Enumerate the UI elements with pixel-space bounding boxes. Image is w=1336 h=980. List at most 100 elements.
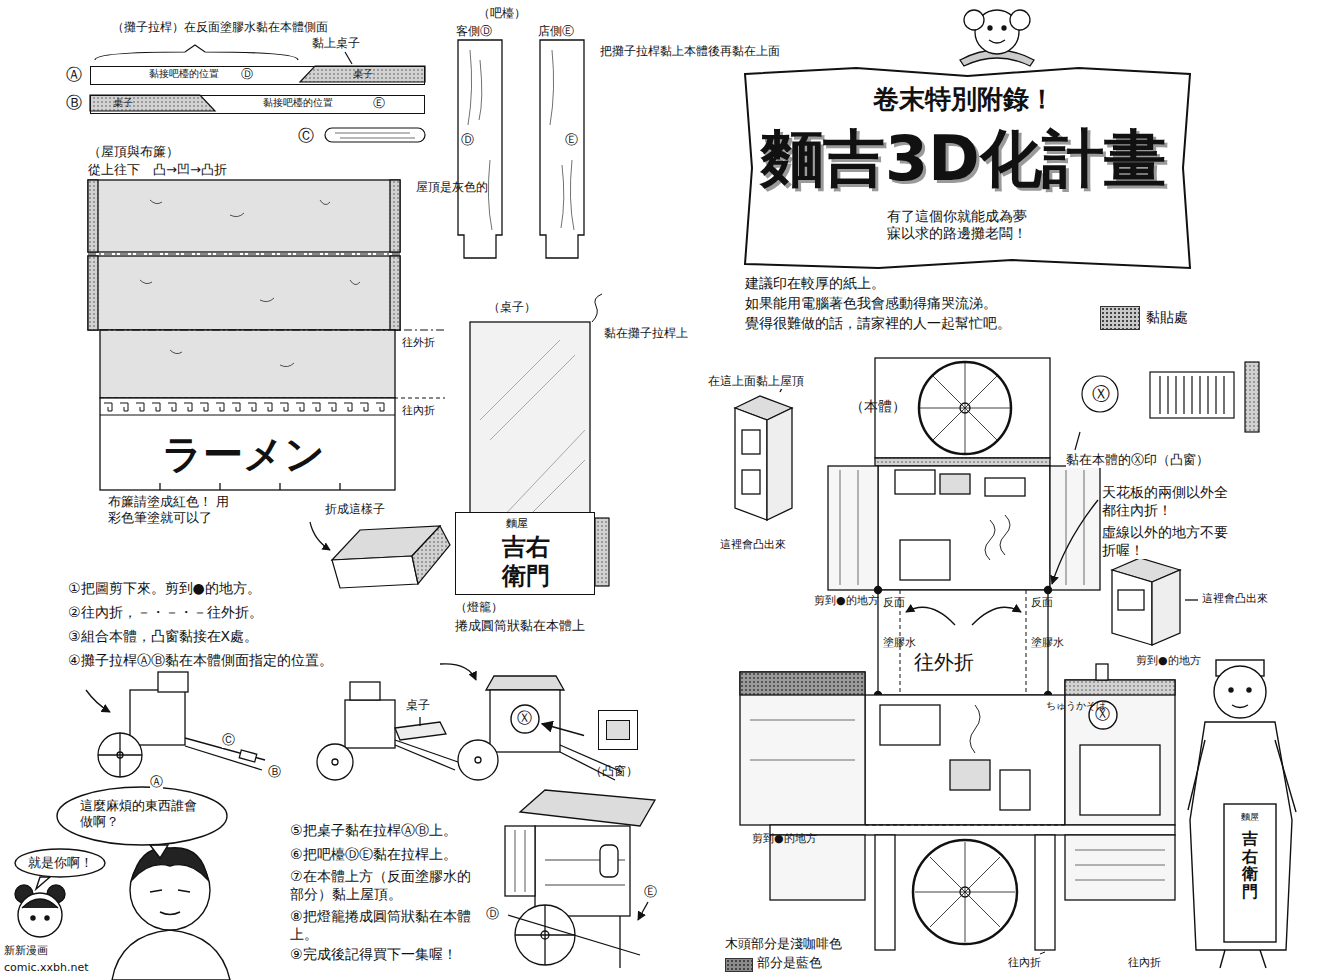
- body-net: [1075, 850, 1165, 880]
- body-net: [740, 672, 865, 825]
- noren-curtain: [279, 483, 280, 490]
- speech-bubble: 就是你啊！: [14, 848, 106, 878]
- assembly-figure-2: [350, 682, 380, 700]
- bar-counter-pieces: [458, 40, 584, 258]
- characters: [112, 930, 230, 980]
- body-net: [913, 840, 1017, 944]
- emblem: [1002, 26, 1006, 30]
- annotation-label: （燈籠）: [455, 600, 503, 615]
- bar-counter-pieces: [479, 60, 482, 120]
- body-net: [740, 672, 865, 695]
- annotation-label: 黏上桌子: [312, 36, 360, 51]
- annotation-label: Ⓑ: [268, 764, 281, 780]
- assembly-figure-1: [239, 750, 257, 762]
- annotation-label: 剪到●的地方: [1136, 654, 1201, 668]
- legend-swatch: [1100, 306, 1140, 330]
- roof-panels: [140, 200, 360, 367]
- annotation-label: comic.xxbh.net: [4, 961, 89, 975]
- node-text: 桌子: [113, 97, 133, 109]
- annotation-label: 反面: [883, 596, 894, 610]
- folded-roof-figure: [310, 522, 450, 588]
- node-text: 黏接吧檯的位置: [263, 97, 333, 109]
- node-text: 麵屋: [506, 517, 528, 530]
- assembly-figure-3: [458, 740, 498, 780]
- cook-figure: [1275, 740, 1296, 812]
- assembly-figure-2: [317, 682, 458, 780]
- assembly-figure-4: [545, 885, 625, 886]
- characters: [45, 916, 49, 920]
- bay-window-grille: [1167, 376, 1168, 414]
- body-net: [840, 470, 841, 585]
- body-net: [972, 607, 1021, 625]
- assembly-figure-4: [505, 790, 655, 968]
- node-text: Ⓔ: [373, 96, 385, 110]
- annotation-label: Ⓓ: [486, 906, 499, 922]
- body-net: [875, 587, 882, 594]
- body-net: [950, 760, 990, 790]
- body-net: [875, 358, 1050, 458]
- node-text: 麵屋: [1241, 812, 1259, 823]
- cook-figure: [1260, 950, 1266, 968]
- body-net: [940, 474, 970, 494]
- node-text: 就是你啊！: [28, 855, 93, 871]
- roof-panels: [390, 180, 400, 252]
- pole-strips: [90, 66, 425, 142]
- speech-bubble-outline: [15, 849, 105, 877]
- roof-panels: [100, 330, 445, 331]
- pole-strips: [325, 128, 425, 142]
- annotation-label: 反面: [1031, 596, 1042, 610]
- annotation-label: 木頭部分是淺咖啡色: [725, 936, 842, 952]
- characters: [160, 912, 180, 915]
- body-net: [1050, 466, 1100, 590]
- body-net: [1045, 587, 1052, 594]
- assembly-figure-3: [490, 690, 560, 752]
- annotation-label: 往內折: [1008, 956, 1041, 970]
- annotation-label: ④攤子拉桿ⒶⒷ黏在本體側面指定的位置。: [68, 652, 333, 670]
- annotation-label: 折成這樣子: [325, 502, 385, 517]
- bay-window-grille: [1191, 376, 1192, 414]
- node-text: 桌子: [353, 68, 373, 80]
- annotation-label: Ⓐ: [150, 774, 163, 790]
- annotation-label: ⑧把燈籠捲成圓筒狀黏在本體上。: [290, 908, 475, 943]
- body-net: [930, 857, 1000, 927]
- assembly-figure-2: [419, 717, 420, 726]
- legend-text: 黏貼處: [1146, 309, 1188, 327]
- body-net: [875, 835, 895, 950]
- body-net: [865, 695, 1065, 825]
- annotation-label: （桌子）: [488, 300, 536, 315]
- characters: [132, 848, 208, 880]
- assembly-figure-4: [600, 845, 618, 877]
- roof-panels: [280, 363, 294, 367]
- box-figures: [1112, 570, 1152, 645]
- annotation-label: Ⓑ: [66, 93, 82, 113]
- roof-panels: [88, 180, 98, 252]
- assembly-figure-4: [515, 934, 575, 935]
- annotation-label: 布簾請塗成紅色！ 用彩色筆塗就可以了: [108, 494, 230, 527]
- noren-curtain: [104, 403, 384, 411]
- body-net: [1065, 835, 1175, 900]
- body-net: [828, 466, 878, 590]
- bay-window-grille: [1207, 376, 1208, 414]
- assembly-figure-4: [619, 916, 620, 968]
- roof-panels: [88, 254, 400, 255]
- body-net: [1084, 470, 1085, 585]
- assembly-figure-4: [505, 826, 535, 896]
- characters: [150, 890, 162, 892]
- body-net: [1065, 680, 1175, 695]
- emblem: [988, 26, 992, 30]
- bar-counter-pieces: [550, 50, 554, 125]
- assembly-figure-1: [158, 672, 188, 692]
- mark-circle-outline: [511, 705, 539, 733]
- noren-curtain: [100, 415, 395, 416]
- bay-window-grille: [1215, 376, 1216, 414]
- box-figures: [1052, 500, 1098, 584]
- pole-strip: 黏接吧檯的位置Ⓓ桌子: [90, 66, 425, 85]
- node-text: Ⓧ: [1095, 705, 1110, 723]
- pole-strips: [300, 66, 425, 82]
- annotation-label: Ⓒ: [222, 732, 235, 748]
- box-figures: [735, 408, 767, 520]
- mark-circle: Ⓧ: [510, 704, 540, 734]
- body-net: [1026, 590, 1027, 695]
- annotation-label: 捲成圓筒狀黏在本體上: [455, 618, 585, 634]
- body-net: [750, 720, 855, 721]
